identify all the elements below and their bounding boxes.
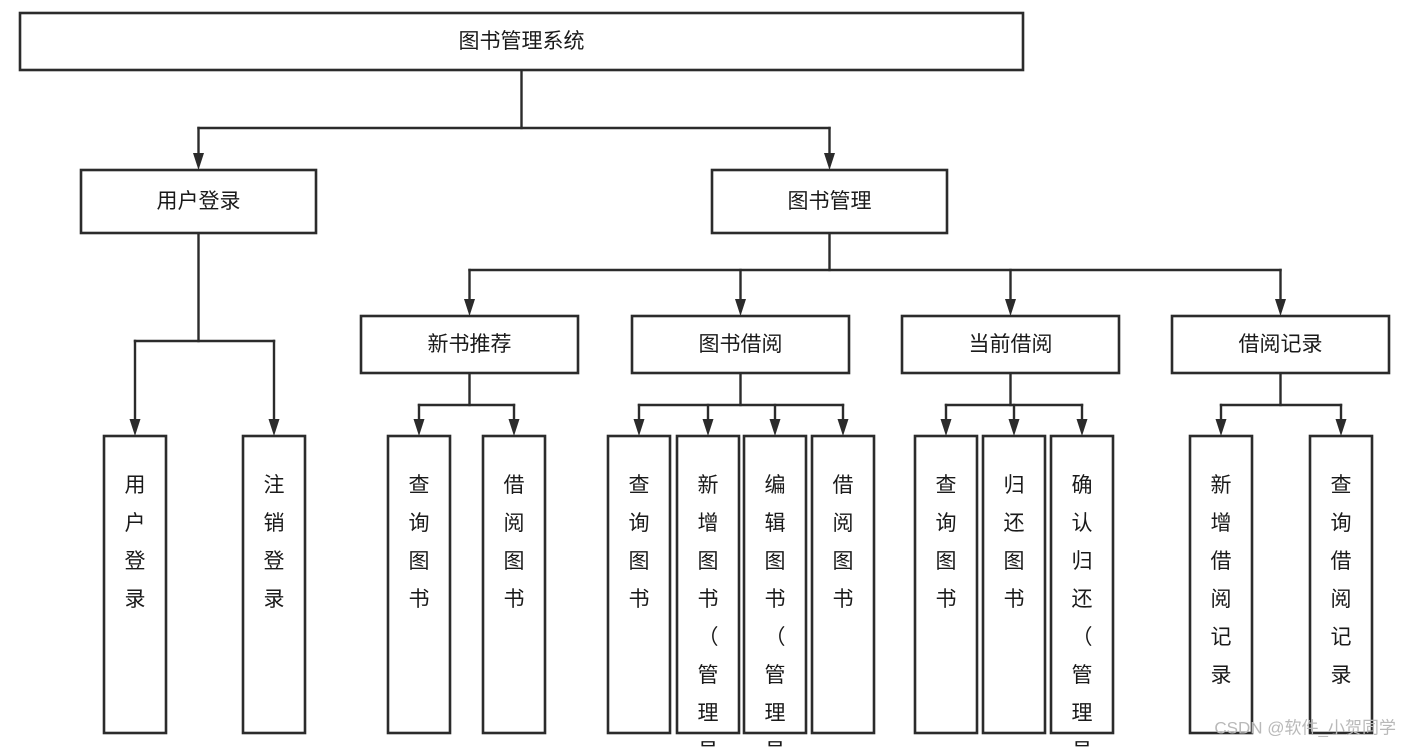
- node-current-borrowing[interactable]: 当前借阅: [900, 314, 1121, 375]
- root-to-level2-arrow-icon: [193, 153, 204, 170]
- node-logout-leaf[interactable]: 注销登录: [241, 434, 307, 735]
- node-label: 新增图书（管理员）: [698, 474, 719, 747]
- node-box: [241, 434, 307, 735]
- node-borrow-book-leaf[interactable]: 借阅图书: [481, 434, 547, 735]
- new-book-recommendation-to-leaves-arrow-icon: [508, 419, 520, 436]
- node-box: [18, 11, 1025, 72]
- node-label: 新书推荐: [428, 333, 512, 356]
- node-box: [481, 434, 547, 735]
- node-box: [102, 434, 168, 735]
- node-label: 图书管理: [788, 190, 872, 213]
- node-box: [630, 314, 851, 375]
- node-label: 编辑图书（管理员）: [765, 474, 786, 747]
- user-login-to-leaves-arrow-icon: [268, 419, 280, 436]
- book-borrowing-to-leaves-arrow-icon: [702, 419, 714, 436]
- node-box: [675, 434, 741, 735]
- node-box: [810, 434, 876, 735]
- node-label: 图书管理系统: [459, 30, 585, 53]
- book-management-to-level3-arrow-icon: [464, 299, 475, 316]
- node-return-book-leaf[interactable]: 归还图书: [981, 434, 1047, 735]
- node-borrow-book-leaf[interactable]: 借阅图书: [810, 434, 876, 735]
- node-label: 查询图书: [936, 474, 957, 611]
- node-box: [742, 434, 808, 735]
- node-new-book-recommendation[interactable]: 新书推荐: [359, 314, 580, 375]
- current-borrowing-to-leaves-arrow-icon: [1076, 419, 1088, 436]
- node-query-book-leaf[interactable]: 查询图书: [386, 434, 452, 735]
- node-query-borrowing-record-leaf[interactable]: 查询借阅记录: [1308, 434, 1374, 735]
- node-label: 归还图书: [1004, 474, 1025, 611]
- node-label: 当前借阅: [969, 333, 1053, 356]
- node-book-borrowing[interactable]: 图书借阅: [630, 314, 851, 375]
- node-book-management[interactable]: 图书管理: [710, 168, 949, 235]
- csdn-watermark: CSDN @软件_小贺同学: [1214, 718, 1396, 737]
- node-box: [981, 434, 1047, 735]
- node-label: 注销登录: [264, 474, 285, 611]
- node-label: 图书借阅: [699, 333, 783, 356]
- node-box: [1170, 314, 1391, 375]
- book-borrowing-to-leaves-arrow-icon: [837, 419, 849, 436]
- node-query-book-leaf[interactable]: 查询图书: [606, 434, 672, 735]
- root-to-level2-arrow-icon: [824, 153, 835, 170]
- node-label: 查询图书: [629, 474, 650, 611]
- current-borrowing-to-leaves-arrow-icon: [940, 419, 952, 436]
- node-box: [386, 434, 452, 735]
- book-management-to-level3-arrow-icon: [735, 299, 746, 316]
- node-box: [1308, 434, 1374, 735]
- node-user-login-leaf[interactable]: 用户登录: [102, 434, 168, 735]
- node-label: 确认归还（管理员）: [1072, 474, 1093, 747]
- node-label: 借阅图书: [504, 474, 525, 611]
- borrowing-records-to-leaves-arrow-icon: [1215, 419, 1227, 436]
- node-box: [913, 434, 979, 735]
- connector-layer: [129, 68, 1347, 436]
- node-box: [1188, 434, 1254, 735]
- node-box: [359, 314, 580, 375]
- node-label: 借阅图书: [833, 474, 854, 611]
- node-box: [606, 434, 672, 735]
- node-book-management-system[interactable]: 图书管理系统: [18, 11, 1025, 72]
- book-management-to-level3-arrow-icon: [1005, 299, 1016, 316]
- user-login-to-leaves-arrow-icon: [129, 419, 141, 436]
- node-user-login[interactable]: 用户登录: [79, 168, 318, 235]
- node-layer: 图书管理系统用户登录图书管理新书推荐图书借阅当前借阅借阅记录用户登录注销登录查询…: [18, 11, 1391, 747]
- node-add-borrowing-record-leaf[interactable]: 新增借阅记录: [1188, 434, 1254, 735]
- current-borrowing-to-leaves-arrow-icon: [1008, 419, 1020, 436]
- node-label: 借阅记录: [1239, 333, 1323, 356]
- node-label: 新增借阅记录: [1211, 474, 1232, 687]
- book-borrowing-to-leaves-arrow-icon: [633, 419, 645, 436]
- node-box: [79, 168, 318, 235]
- node-label: 查询图书: [409, 474, 430, 611]
- node-label: 查询借阅记录: [1331, 474, 1352, 687]
- node-confirm-return-admin-leaf[interactable]: 确认归还（管理员）: [1049, 434, 1115, 747]
- node-box: [710, 168, 949, 235]
- node-box: [900, 314, 1121, 375]
- node-add-book-admin-leaf[interactable]: 新增图书（管理员）: [675, 434, 741, 747]
- node-edit-book-admin-leaf[interactable]: 编辑图书（管理员）: [742, 434, 808, 747]
- book-borrowing-to-leaves-arrow-icon: [769, 419, 781, 436]
- node-label: 用户登录: [157, 190, 241, 213]
- node-query-book-leaf[interactable]: 查询图书: [913, 434, 979, 735]
- book-management-to-level3-arrow-icon: [1275, 299, 1286, 316]
- node-borrowing-records[interactable]: 借阅记录: [1170, 314, 1391, 375]
- node-box: [1049, 434, 1115, 735]
- node-label: 用户登录: [125, 474, 146, 611]
- borrowing-records-to-leaves-arrow-icon: [1335, 419, 1347, 436]
- new-book-recommendation-to-leaves-arrow-icon: [413, 419, 425, 436]
